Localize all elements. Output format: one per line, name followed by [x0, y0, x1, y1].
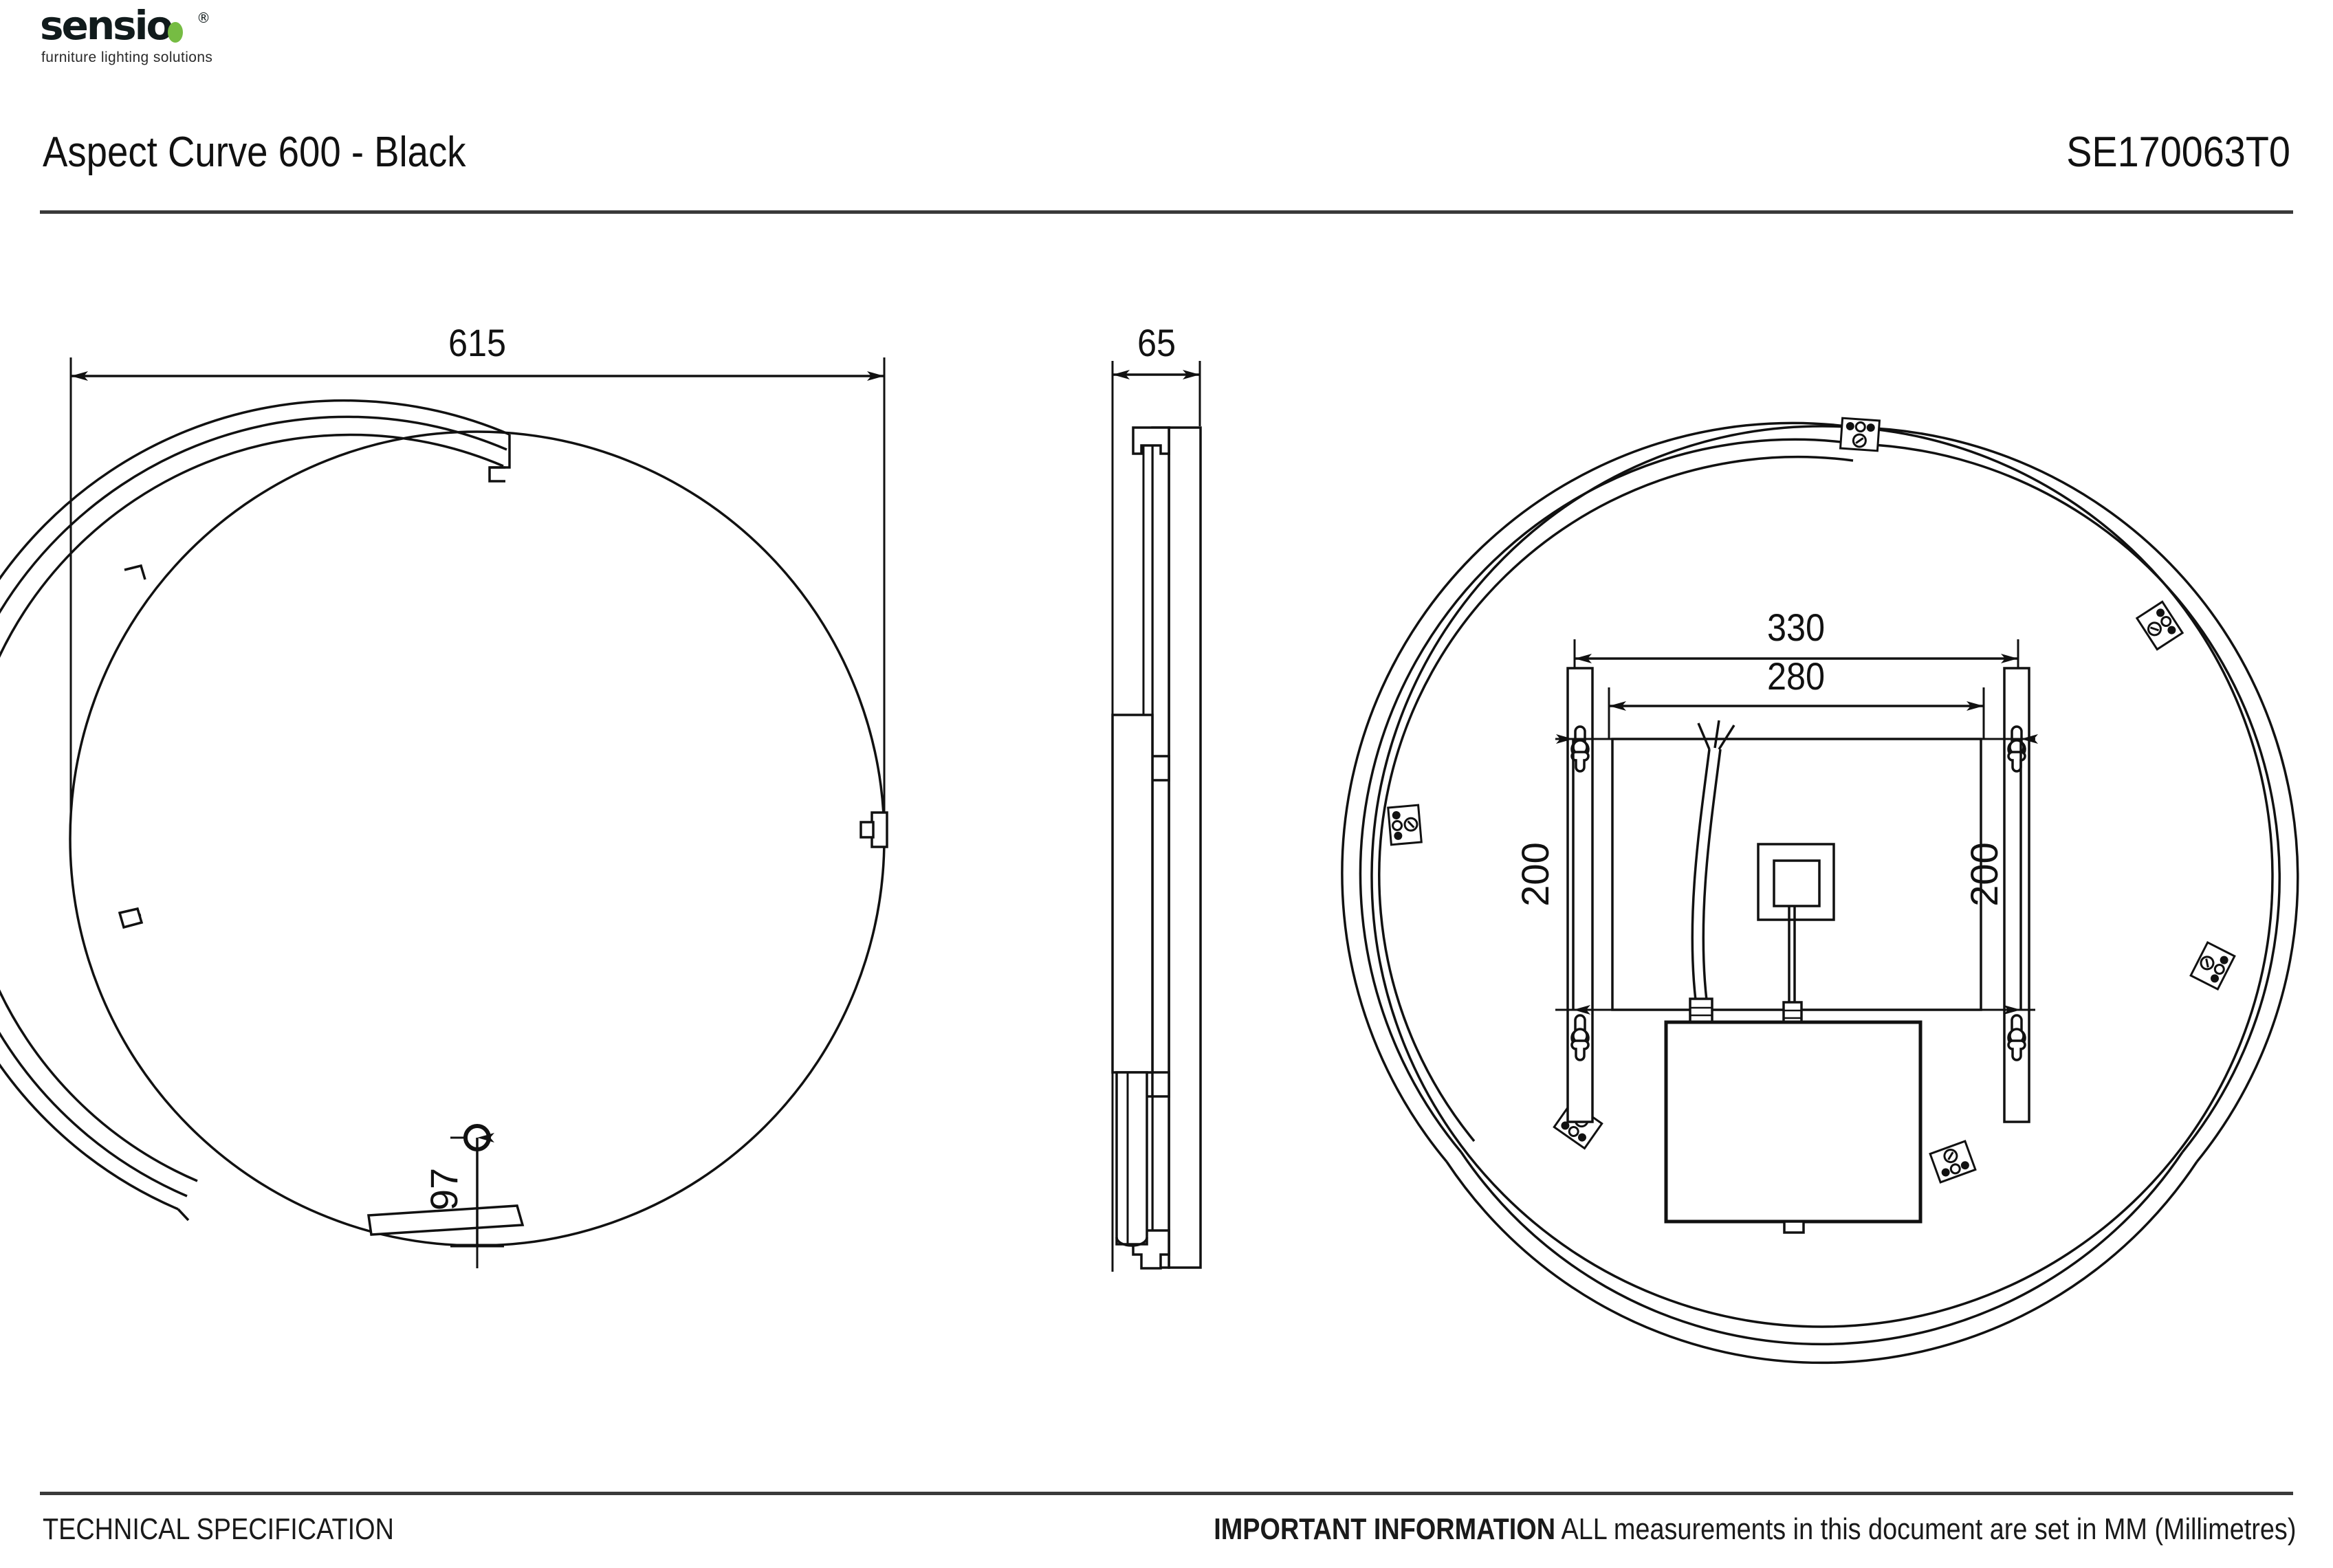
square-sensor-inner	[1773, 859, 1821, 907]
mains-cable-gland	[1689, 997, 1713, 1025]
backplate-profile	[1111, 714, 1154, 1074]
side-view: 65	[1111, 322, 1202, 1272]
rear-outer-rim	[1370, 425, 2274, 1328]
rear-led-arc-inner	[1359, 438, 1859, 1153]
mounting-rail-right	[2003, 667, 2030, 1123]
rear-view: 330 280	[1341, 417, 2299, 1365]
led-arc-outer	[0, 399, 510, 1211]
sensor-cable-gland	[1782, 1001, 1803, 1027]
arc-bottom-tab	[367, 1204, 525, 1236]
page-title: Aspect Curve 600 - Black	[43, 129, 466, 176]
rim-right-tab	[870, 811, 888, 848]
rear-led-arc-right-outer	[1856, 426, 2299, 1163]
dim-65-label: 65	[1137, 322, 1176, 365]
product-code: SE170063T0	[2066, 129, 2290, 176]
backplate	[1611, 738, 1982, 1011]
bracket-clip-lower	[1132, 1071, 1170, 1098]
perimeter-clip	[1929, 1140, 1977, 1184]
dim-330-label: 330	[1767, 607, 1825, 650]
bracket-clip-middle	[1132, 755, 1170, 782]
footer-technical-spec-label: TECHNICAL SPECIFICATION	[43, 1512, 394, 1546]
dim-280-label: 280	[1767, 656, 1825, 698]
keyhole-slot	[1570, 1014, 1590, 1061]
bracket-clip-top	[1132, 426, 1170, 455]
dim-615-label: 615	[448, 322, 506, 365]
footer-important-information: IMPORTANT INFORMATION ALL measurements i…	[1214, 1512, 2296, 1547]
perimeter-clip	[1387, 804, 1423, 846]
rear-led-arc-outer	[1341, 421, 1857, 1163]
dim-200-right-label: 200	[1962, 842, 2006, 906]
driver-box	[1664, 1020, 1923, 1224]
front-view: 615	[0, 322, 888, 1268]
arc-lowerleft-tab	[118, 907, 144, 929]
led-channel-inner	[0, 433, 504, 1182]
keyhole-slot	[2007, 1014, 2026, 1061]
logo-green-dot	[168, 22, 183, 43]
led-channel-strip	[1142, 439, 1154, 1266]
frame-strip	[1151, 426, 1170, 1269]
footer-divider	[40, 1492, 2293, 1495]
dim-97-label: 97	[422, 1168, 465, 1211]
perimeter-clip	[2189, 941, 2236, 991]
rear-band-bottom	[1460, 1151, 2184, 1346]
mounting-rail-left	[1566, 667, 1594, 1123]
logo-wordmark: sensio	[40, 2, 173, 49]
mirror-glass-slab	[1168, 426, 1202, 1269]
header-divider	[40, 210, 2293, 214]
touch-sensor-circle	[463, 1124, 491, 1151]
keyhole-slot	[2007, 725, 2026, 773]
mirror-outer-rim	[69, 430, 886, 1247]
mains-cable	[1691, 749, 1711, 1001]
led-arc-inner	[0, 415, 507, 1197]
bracket-clip-bottom	[1132, 1229, 1170, 1270]
perimeter-clip	[1839, 417, 1881, 452]
dim-200-left-label: 200	[1513, 842, 1557, 906]
perimeter-clip	[1553, 1101, 1603, 1150]
arc-left-end-tab	[124, 564, 146, 580]
driver-box-profile	[1115, 1071, 1148, 1246]
registered-trademark-icon: ®	[197, 10, 210, 26]
rear-led-channel	[1378, 455, 1854, 1142]
footer-important-bold: IMPORTANT INFORMATION	[1213, 1512, 1555, 1546]
square-sensor-outer	[1757, 843, 1835, 921]
keyhole-slot	[1570, 725, 1590, 773]
footer-important-text: ALL measurements in this document are se…	[1555, 1512, 2296, 1546]
rear-led-arc-right-inner	[1856, 443, 2281, 1153]
rear-rim-bottom	[1445, 1161, 2198, 1365]
sensio-logo: sensio ® furniture lighting solutions	[40, 5, 267, 81]
arc-top-end-tab	[488, 434, 511, 483]
perimeter-clip	[2136, 600, 2184, 651]
logo-tagline: furniture lighting solutions	[41, 49, 213, 65]
driver-box-tab	[1783, 1220, 1805, 1234]
